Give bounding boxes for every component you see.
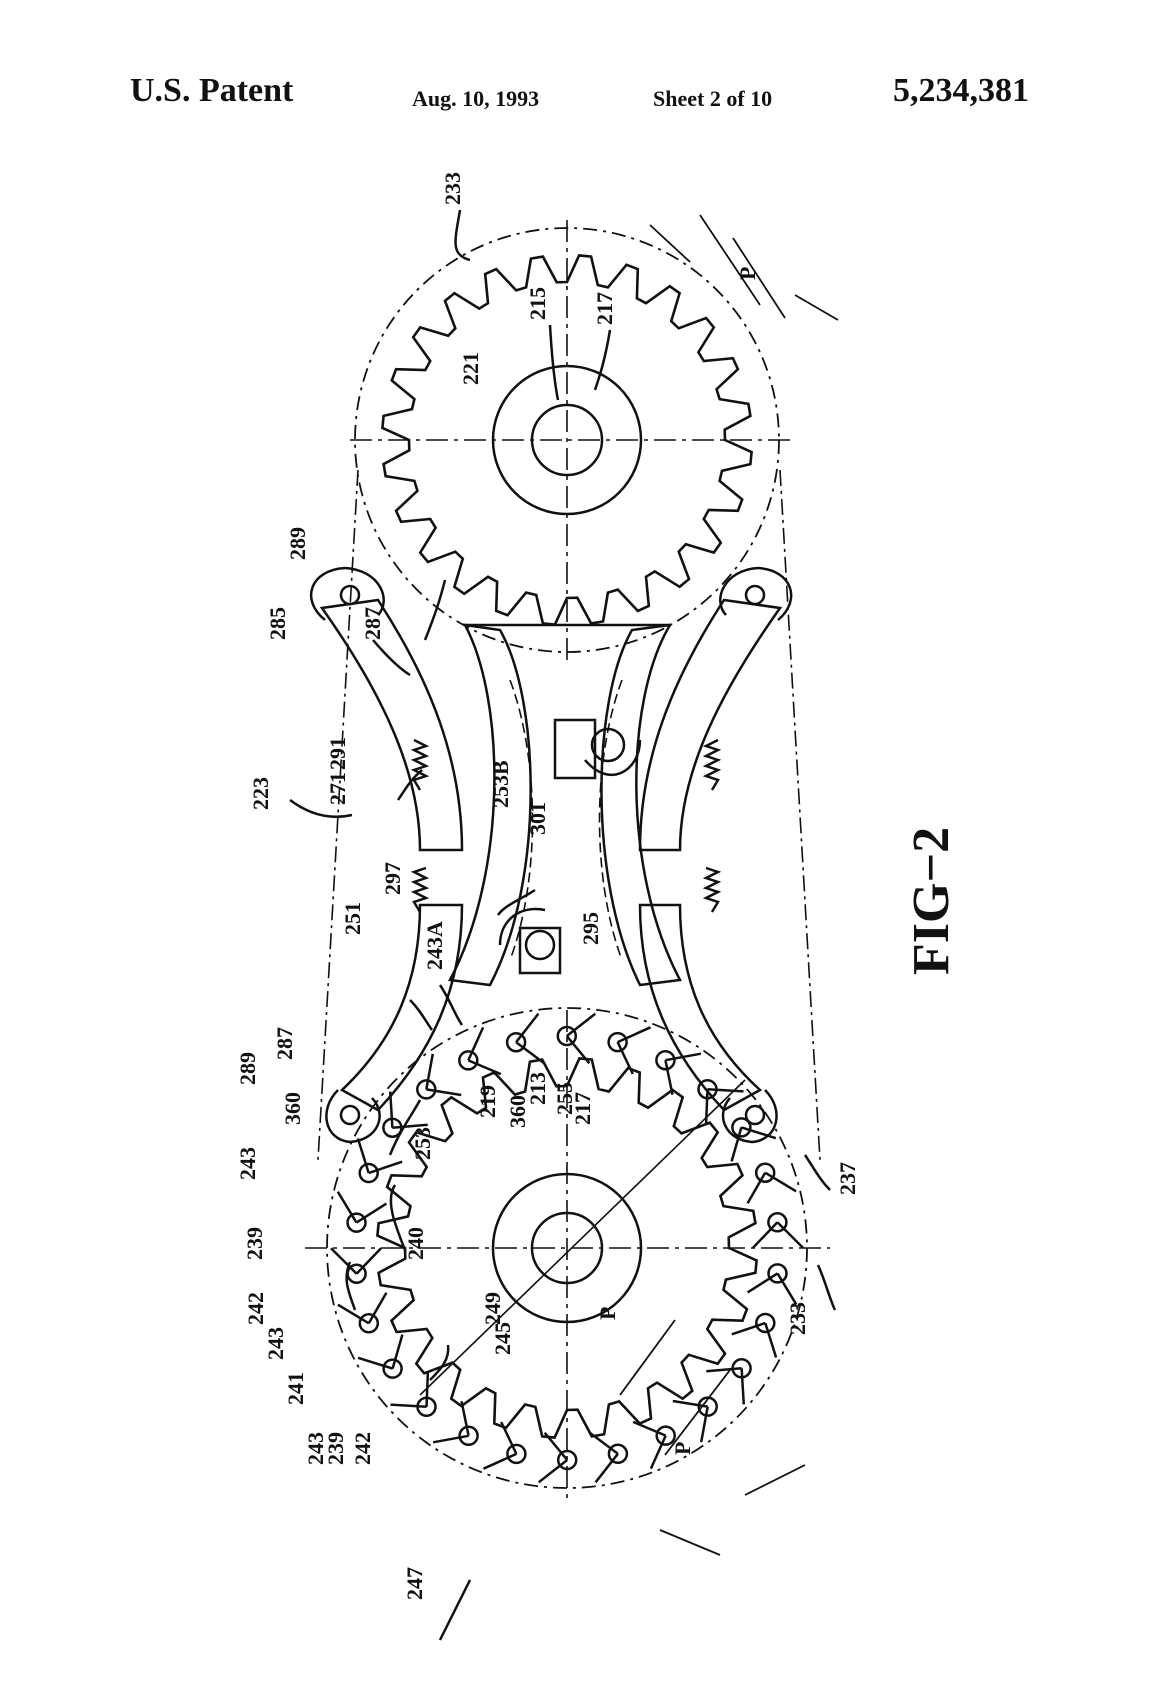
reference-label: 243 [263, 1327, 288, 1360]
reference-label: 245 [490, 1322, 515, 1355]
drawing-lines [290, 210, 838, 1640]
reference-label: P [595, 1307, 620, 1320]
chain-link-plate [590, 1433, 618, 1483]
spring-upper-left [414, 740, 426, 790]
right-upper-shoe [640, 600, 780, 850]
chain-link-plate [748, 1273, 797, 1304]
reference-label: 242 [350, 1432, 375, 1465]
reference-label: 243A [422, 921, 447, 970]
reference-label: 249 [480, 1292, 505, 1325]
chain-link-plate [748, 1173, 797, 1204]
reference-label: 219 [475, 1085, 500, 1118]
chain-link-plate [426, 1054, 461, 1095]
chain-link-plate [358, 1335, 402, 1369]
reference-label: 360 [280, 1092, 305, 1125]
pivot-hole-upper-right [746, 586, 764, 604]
reference-label: 233 [785, 1302, 810, 1335]
chain-link-plate [567, 1014, 596, 1064]
reference-label: 239 [242, 1227, 267, 1260]
chain-link-plate [338, 1293, 387, 1324]
reference-label: 233 [440, 172, 465, 205]
chain-link-plate [732, 1127, 776, 1161]
reference-label: 291 [325, 737, 350, 770]
reference-label: 240 [403, 1227, 428, 1260]
reference-label: 217 [570, 1092, 595, 1125]
right-lower-shoe [640, 905, 760, 1110]
lower-ratchet-pin [526, 931, 554, 959]
reference-label: 289 [235, 1052, 260, 1085]
reference-label: P [670, 1442, 695, 1455]
reference-label: 215 [525, 287, 550, 320]
chain-link-plate [539, 1433, 568, 1483]
reference-label: 242 [243, 1292, 268, 1325]
pivot-hole-lower-left [341, 1106, 359, 1124]
chain-link-plate [338, 1192, 387, 1223]
reference-label: P [735, 267, 760, 280]
reference-label: 241 [283, 1372, 308, 1405]
reference-label: 287 [272, 1027, 297, 1060]
reference-label: 301 [525, 802, 550, 835]
upper-ratchet-pin [592, 729, 624, 761]
reference-label: 217 [592, 292, 617, 325]
chain-link-plate [516, 1014, 544, 1064]
reference-label: 295 [578, 912, 603, 945]
reference-label: 243 [235, 1147, 260, 1180]
spring-upper-right [706, 740, 718, 790]
reference-labels: 233215217221P289287285291223271253B30129… [235, 172, 860, 1600]
reference-label: 221 [458, 352, 483, 385]
reference-label: 253 [410, 1127, 435, 1160]
reference-label: 253B [488, 760, 513, 808]
chain-link-plate [433, 1401, 469, 1442]
reference-label: 237 [835, 1162, 860, 1195]
spring-lower-right [706, 868, 718, 912]
chain-link-plate [732, 1323, 776, 1358]
reference-label: 289 [285, 527, 310, 560]
figure-caption: FIG−2 [903, 827, 960, 975]
reference-label: 239 [323, 1432, 348, 1465]
pivot-hole-lower-right [746, 1106, 764, 1124]
chain-link-plate [753, 1222, 803, 1248]
reference-label: 247 [402, 1567, 427, 1600]
reference-label: 287 [360, 607, 385, 640]
reference-label: 285 [265, 607, 290, 640]
pivot-lug-lower-left [326, 1090, 379, 1142]
reference-label: 271 [325, 772, 350, 805]
upper-ratchet-housing [555, 720, 595, 778]
reference-label: 251 [340, 902, 365, 935]
reference-label: 360 [505, 1095, 530, 1128]
reference-label: 297 [380, 862, 405, 895]
pivot-lug-lower-right [723, 1090, 777, 1142]
chain-link-plate [331, 1248, 381, 1274]
reference-label: 223 [248, 777, 273, 810]
